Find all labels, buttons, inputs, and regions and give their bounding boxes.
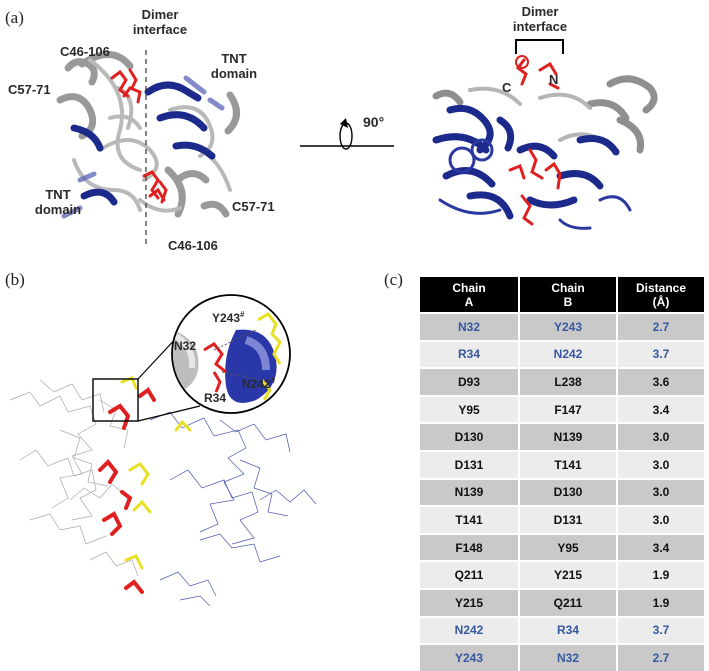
cell-chain-b: N139: [520, 422, 618, 450]
y243-sup: #: [240, 310, 245, 319]
tnt-domain-left-label: TNT domain: [34, 187, 82, 217]
header-chain-a: Chain A: [420, 277, 520, 312]
cell-chain-b: Y95: [520, 532, 618, 561]
n242-label: N242#: [242, 373, 275, 392]
n32-label: N32: [174, 339, 197, 353]
dimer-interface-label-left: Dimer interface: [132, 7, 188, 37]
c57-71-right-label: C57-71: [232, 199, 275, 214]
cell-chain-a: F148: [420, 532, 520, 561]
cell-chain-a: Y95: [420, 394, 520, 423]
c57-71-left-label: C57-71: [8, 82, 51, 97]
rotation-label: 90°: [363, 114, 385, 130]
cell-chain-a: N32: [420, 312, 520, 340]
panel-label-c: (c): [384, 270, 403, 289]
panel-label-b: (b): [5, 270, 25, 289]
cell-chain-a: T141: [420, 505, 520, 533]
cell-distance: 3.4: [618, 532, 704, 561]
cell-distance: 1.9: [618, 587, 704, 616]
table-header-row: Chain A Chain B Distance (Å): [420, 277, 704, 312]
cell-chain-a: D131: [420, 449, 520, 478]
cell-chain-b: N242: [520, 339, 618, 368]
structure-b: [9, 294, 317, 607]
cell-chain-b: T141: [520, 449, 618, 478]
cell-chain-a: D130: [420, 422, 520, 450]
cell-distance: 3.7: [618, 339, 704, 368]
c-terminus-label: C: [502, 80, 512, 95]
cell-chain-a: Q211: [420, 560, 520, 588]
cell-distance: 2.7: [618, 312, 704, 340]
cell-chain-b: D131: [520, 505, 618, 533]
cell-distance: 3.0: [618, 422, 704, 450]
cell-distance: 2.7: [618, 643, 704, 671]
c46-106-top-label: C46-106: [60, 44, 110, 59]
structure-a-right: [432, 39, 658, 230]
r34-label: R34: [204, 391, 227, 405]
header-distance: Distance (Å): [618, 277, 704, 312]
cell-chain-b: Q211: [520, 587, 618, 616]
cell-chain-b: R34: [520, 615, 618, 644]
cell-chain-a: Y215: [420, 587, 520, 616]
cell-distance: 3.7: [618, 615, 704, 644]
n-terminus-label: N: [549, 72, 559, 87]
cell-chain-a: D93: [420, 367, 520, 395]
cell-distance: 3.6: [618, 367, 704, 395]
header-chain-b: Chain B: [520, 277, 618, 312]
cell-distance: 3.4: [618, 394, 704, 423]
cell-chain-a: Y243: [420, 643, 520, 671]
cell-chain-b: L238: [520, 367, 618, 395]
rotation-arrow-icon: [300, 118, 394, 150]
cell-chain-b: Y215: [520, 560, 618, 588]
cell-chain-b: D130: [520, 477, 618, 506]
cell-chain-a: N139: [420, 477, 520, 506]
tnt-domain-right-label: TNT domain: [210, 51, 258, 81]
c46-106-bottom-label: C46-106: [168, 238, 218, 253]
dimer-interface-label-right: Dimer interface: [512, 4, 568, 34]
panel-label-a: (a): [5, 8, 24, 27]
cell-chain-b: F147: [520, 394, 618, 423]
cell-chain-b: Y243: [520, 312, 618, 340]
y243-text: Y243: [212, 311, 241, 325]
cell-distance: 3.0: [618, 505, 704, 533]
n242-text: N242: [242, 377, 271, 391]
structure-a-left: [56, 50, 240, 248]
cell-chain-a: R34: [420, 339, 520, 368]
figure-graphics: [9, 39, 658, 607]
y243-label: Y243#: [212, 307, 244, 326]
n242-sup: #: [270, 376, 276, 385]
cell-distance: 1.9: [618, 560, 704, 588]
cell-distance: 3.0: [618, 477, 704, 506]
cell-distance: 3.0: [618, 449, 704, 478]
cell-chain-b: N32: [520, 643, 618, 671]
cell-chain-a: N242: [420, 615, 520, 644]
